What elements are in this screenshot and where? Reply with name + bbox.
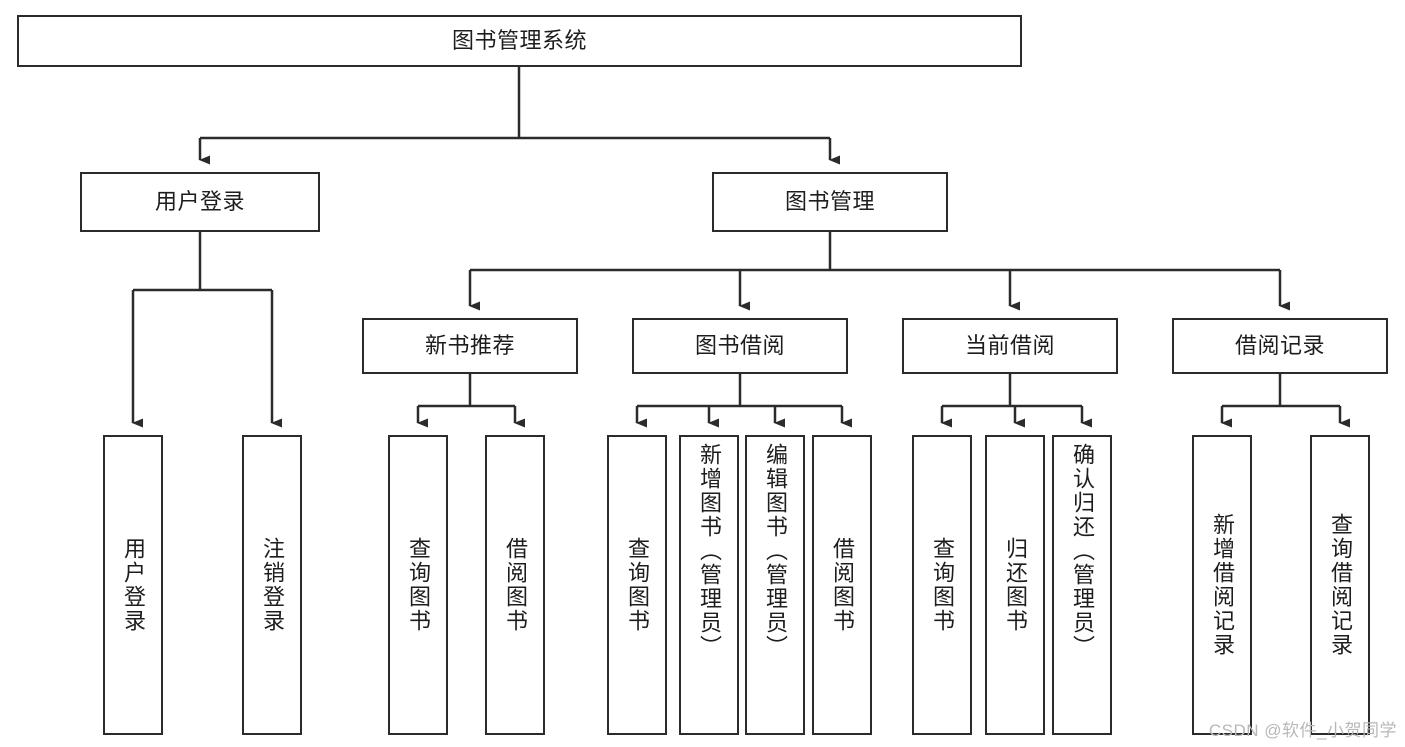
node-leaf-query-book-2-label: 查询图书 (625, 537, 650, 633)
node-leaf-user-login[interactable]: 用户登录 (103, 435, 163, 735)
node-leaf-logout-label: 注销登录 (260, 537, 285, 633)
node-leaf-borrow-book-1[interactable]: 借阅图书 (485, 435, 545, 735)
node-leaf-borrow-book-2-label: 借阅图书 (830, 537, 855, 633)
node-book-manage[interactable]: 图书管理 (712, 172, 948, 232)
node-root[interactable]: 图书管理系统 (17, 15, 1022, 67)
node-leaf-add-book[interactable]: 新增图书（管理员） (679, 435, 739, 735)
node-book-borrow[interactable]: 图书借阅 (632, 318, 848, 374)
node-leaf-add-book-label: 新增图书（管理员） (697, 443, 722, 659)
node-leaf-query-book-2[interactable]: 查询图书 (607, 435, 667, 735)
watermark: CSDN @软件_小贺同学 (1208, 721, 1397, 740)
node-book-manage-label: 图书管理 (784, 188, 875, 214)
node-leaf-logout[interactable]: 注销登录 (242, 435, 302, 735)
node-leaf-query-record-label: 查询借阅记录 (1328, 513, 1353, 657)
node-leaf-edit-book[interactable]: 编辑图书（管理员） (745, 435, 805, 735)
node-root-label: 图书管理系统 (451, 27, 587, 53)
node-leaf-query-record[interactable]: 查询借阅记录 (1310, 435, 1370, 735)
node-leaf-borrow-book-2[interactable]: 借阅图书 (812, 435, 872, 735)
node-current-borrow-label: 当前借阅 (964, 332, 1055, 358)
node-borrow-record-label: 借阅记录 (1234, 332, 1325, 358)
node-borrow-record[interactable]: 借阅记录 (1172, 318, 1388, 374)
node-leaf-confirm-return[interactable]: 确认归还（管理员） (1052, 435, 1112, 735)
node-leaf-return-book-label: 归还图书 (1003, 537, 1028, 633)
node-leaf-add-record-label: 新增借阅记录 (1210, 513, 1235, 657)
node-leaf-confirm-return-label: 确认归还（管理员） (1070, 443, 1095, 659)
node-leaf-borrow-book-1-label: 借阅图书 (503, 537, 528, 633)
node-leaf-query-book-3-label: 查询图书 (930, 537, 955, 633)
node-leaf-add-record[interactable]: 新增借阅记录 (1192, 435, 1252, 735)
node-leaf-user-login-label: 用户登录 (121, 537, 146, 633)
node-leaf-query-book-3[interactable]: 查询图书 (912, 435, 972, 735)
node-leaf-query-book-1-label: 查询图书 (406, 537, 431, 633)
node-new-book-recommend[interactable]: 新书推荐 (362, 318, 578, 374)
node-user-login[interactable]: 用户登录 (80, 172, 320, 232)
node-current-borrow[interactable]: 当前借阅 (902, 318, 1118, 374)
node-user-login-label: 用户登录 (154, 188, 245, 214)
node-book-borrow-label: 图书借阅 (694, 332, 785, 358)
node-new-book-recommend-label: 新书推荐 (424, 332, 515, 358)
node-leaf-edit-book-label: 编辑图书（管理员） (763, 443, 788, 659)
node-leaf-return-book[interactable]: 归还图书 (985, 435, 1045, 735)
node-leaf-query-book-1[interactable]: 查询图书 (388, 435, 448, 735)
